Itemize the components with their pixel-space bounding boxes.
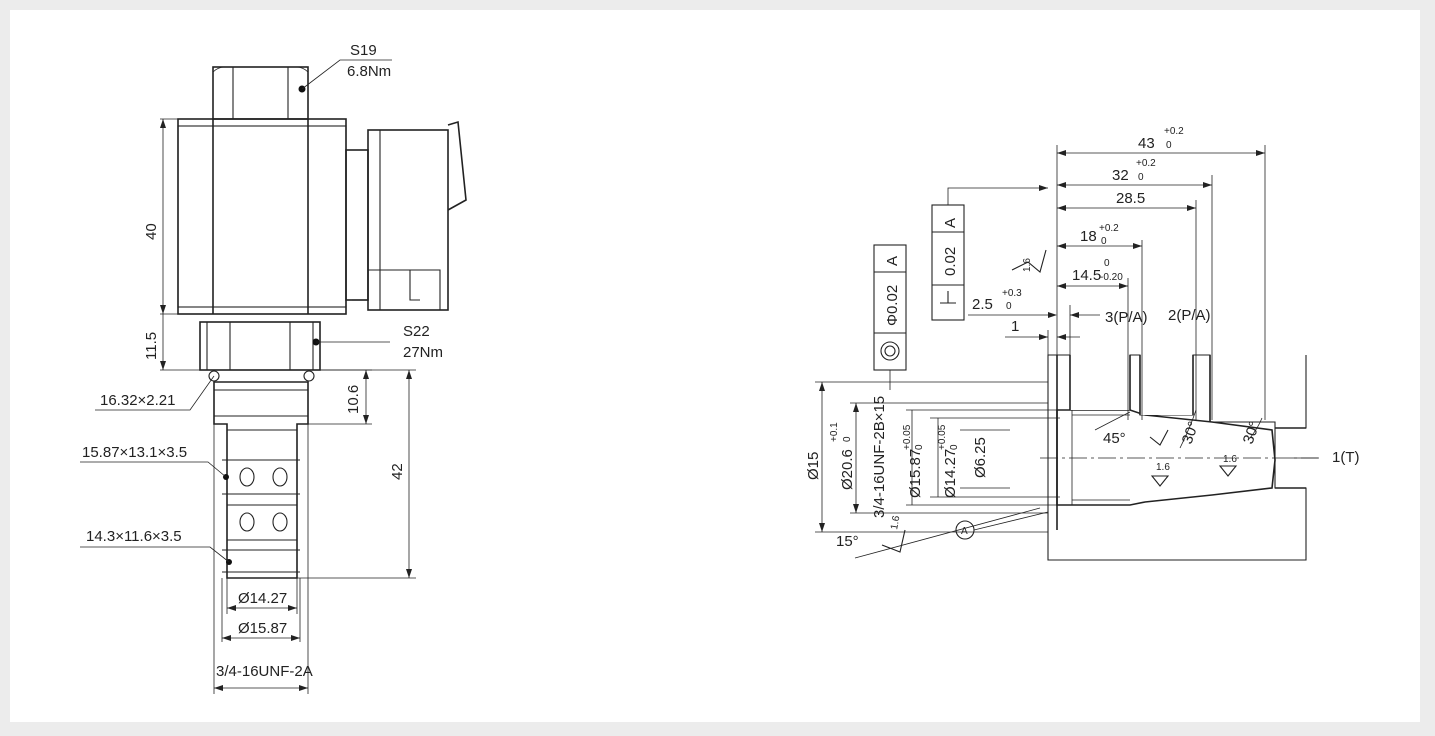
svg-text:-0.20: -0.20 xyxy=(1100,272,1123,283)
o-ring-1-size: 16.32×2.21 xyxy=(100,392,176,409)
cavity-section-view: 43 +0.2 0 32 +0.2 0 28.5 18 +0.2 0 14.5 … xyxy=(805,126,1360,561)
dia-6-25: Ø6.25 xyxy=(972,437,989,478)
port-3-label: 3(P/A) xyxy=(1105,309,1148,326)
perpendicular-symbol-icon xyxy=(940,291,956,304)
roughness-icon xyxy=(1149,429,1169,446)
roughness-symbols: 1.6 xyxy=(1011,249,1047,273)
thread-spec-cavity: 3/4-16UNF-2B×15 xyxy=(871,396,888,518)
dia-15-87-cavity: Ø15.87 xyxy=(907,449,924,498)
dia-14-27: Ø14.27 xyxy=(238,590,287,607)
svg-text:1.6: 1.6 xyxy=(889,514,902,530)
middle-hex-nut xyxy=(199,321,321,371)
svg-text:+0.2: +0.2 xyxy=(1099,223,1119,234)
dim-32: 32 xyxy=(1112,167,1129,184)
angle-30-a: 30° xyxy=(1179,419,1203,446)
dim-10-6: 10.6 xyxy=(345,385,362,414)
dim-1: 1 xyxy=(1011,318,1019,335)
cavity-bore xyxy=(1056,409,1276,506)
hex-top-torque: 6.8Nm xyxy=(347,63,391,80)
angle-15: 15° xyxy=(836,533,859,550)
svg-text:1.6: 1.6 xyxy=(1156,462,1170,473)
angle-30-b: 30° xyxy=(1240,419,1264,446)
diameter-dimensions: Ø15 Ø20.6 +0.1 0 3/4-16UNF-2B×15 Ø15.87 … xyxy=(805,381,1060,533)
svg-text:+0.3: +0.3 xyxy=(1002,288,1022,299)
dim-hex-height: 11.5 xyxy=(143,332,160,360)
svg-text:0: 0 xyxy=(914,444,925,450)
port-2-label: 2(P/A) xyxy=(1168,307,1211,324)
svg-text:0: 0 xyxy=(842,436,853,442)
svg-text:Φ0.02: Φ0.02 xyxy=(884,285,901,326)
port-1-label: 1(T) xyxy=(1332,449,1360,466)
svg-text:A: A xyxy=(942,218,959,228)
svg-text:0.02: 0.02 xyxy=(942,247,959,276)
electrical-connector xyxy=(345,120,467,311)
dim-2-5: 2.5 xyxy=(972,296,993,313)
horizontal-dimensions: 43 +0.2 0 32 +0.2 0 28.5 18 +0.2 0 14.5 … xyxy=(968,126,1266,420)
dia-14-27-cavity: Ø14.27 xyxy=(942,449,959,498)
svg-text:0: 0 xyxy=(1101,236,1107,247)
svg-text:+0.05: +0.05 xyxy=(937,424,948,450)
svg-text:0: 0 xyxy=(1138,172,1144,183)
o-ring xyxy=(303,370,315,382)
dim-42: 42 xyxy=(389,463,406,480)
svg-text:A: A xyxy=(961,526,968,537)
svg-text:+0.1: +0.1 xyxy=(829,422,840,442)
hex-mid-size: S22 xyxy=(403,323,430,340)
dia-20-6: Ø20.6 xyxy=(839,449,856,490)
svg-text:+0.2: +0.2 xyxy=(1136,158,1156,169)
dia-15-87: Ø15.87 xyxy=(238,620,287,637)
roughness-icon xyxy=(881,529,906,553)
coil-body xyxy=(177,118,347,315)
dim-18: 18 xyxy=(1080,228,1097,245)
cartridge-body xyxy=(213,381,309,579)
svg-text:1.6: 1.6 xyxy=(1022,258,1033,272)
dim-coil-height: 40 xyxy=(143,223,160,240)
angle-45: 45° xyxy=(1103,430,1126,447)
svg-text:0: 0 xyxy=(1166,140,1172,151)
concentricity-tolerance-frame: A Φ0.02 xyxy=(873,244,907,390)
perpendicularity-tolerance-frame: A 0.02 xyxy=(931,185,1048,321)
o-ring-2-size: 15.87×13.1×3.5 xyxy=(82,444,187,461)
o-ring xyxy=(208,370,220,382)
hex-top-size: S19 xyxy=(350,42,377,59)
svg-text:A: A xyxy=(884,256,901,266)
roughness-icon xyxy=(1011,249,1047,273)
svg-text:0: 0 xyxy=(949,444,960,450)
dia-15: Ø15 xyxy=(805,452,822,480)
svg-text:+0.2: +0.2 xyxy=(1164,126,1184,137)
technical-drawing: S19 6.8Nm 40 11.5 S22 27Nm 16.32×2.21 15… xyxy=(80,42,1360,694)
dim-28-5: 28.5 xyxy=(1116,190,1145,207)
svg-text:0: 0 xyxy=(1006,301,1012,312)
svg-text:+0.05: +0.05 xyxy=(902,424,913,450)
dim-43: 43 xyxy=(1138,135,1155,152)
svg-text:1.6: 1.6 xyxy=(1223,454,1237,465)
concentricity-symbol-icon xyxy=(880,341,900,361)
valve-side-view: S19 6.8Nm 40 11.5 S22 27Nm 16.32×2.21 15… xyxy=(80,42,467,694)
drawing-frame: S19 6.8Nm 40 11.5 S22 27Nm 16.32×2.21 15… xyxy=(10,10,1420,722)
dim-14-5: 14.5 xyxy=(1072,267,1101,284)
o-ring-3-size: 14.3×11.6×3.5 xyxy=(86,528,182,545)
svg-text:0: 0 xyxy=(1104,258,1110,269)
thread-spec: 3/4-16UNF-2A xyxy=(216,663,313,680)
hex-mid-torque: 27Nm xyxy=(403,344,443,361)
top-hex-nut xyxy=(212,66,309,120)
